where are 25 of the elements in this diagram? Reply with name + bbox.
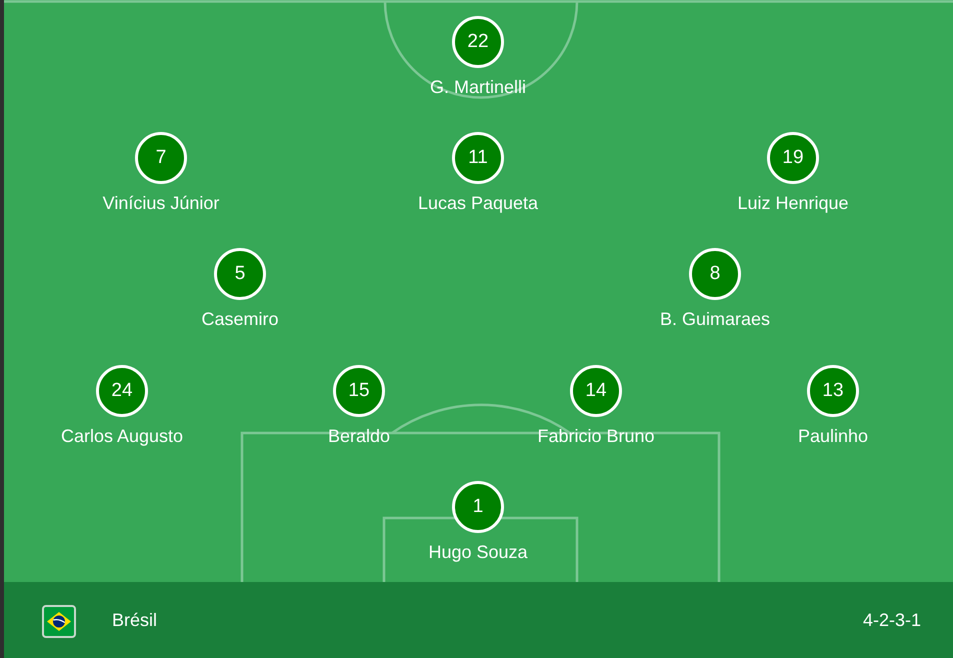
team-name: Brésil xyxy=(112,609,158,631)
player-name: Hugo Souza xyxy=(428,541,528,563)
player-name: Paulinho xyxy=(798,425,868,447)
player-name: Lucas Paqueta xyxy=(418,192,538,214)
player-name: Casemiro xyxy=(201,308,279,330)
player-name: Luiz Henrique xyxy=(737,192,849,214)
player-marker: 15 xyxy=(333,365,385,417)
player-marker: 7 xyxy=(135,132,187,184)
player-name: Carlos Augusto xyxy=(60,425,184,447)
player-name: G. Martinelli xyxy=(430,76,526,98)
player-name: Fabricio Bruno xyxy=(537,425,655,447)
player-marker: 14 xyxy=(570,365,622,417)
player-marker: 13 xyxy=(807,365,859,417)
player-marker: 24 xyxy=(96,365,148,417)
player-marker: 1 xyxy=(452,481,504,533)
team-bar xyxy=(4,582,953,658)
player-marker: 22 xyxy=(452,16,504,68)
player-name: Vinícius Júnior xyxy=(102,192,220,214)
player-name: Beraldo xyxy=(328,425,390,447)
player-marker: 5 xyxy=(214,248,266,300)
formation-label: 4-2-3-1 xyxy=(862,609,921,631)
player-name: B. Guimaraes xyxy=(660,308,770,330)
player-marker: 19 xyxy=(767,132,819,184)
player-marker: 8 xyxy=(689,248,741,300)
player-marker: 11 xyxy=(452,132,504,184)
